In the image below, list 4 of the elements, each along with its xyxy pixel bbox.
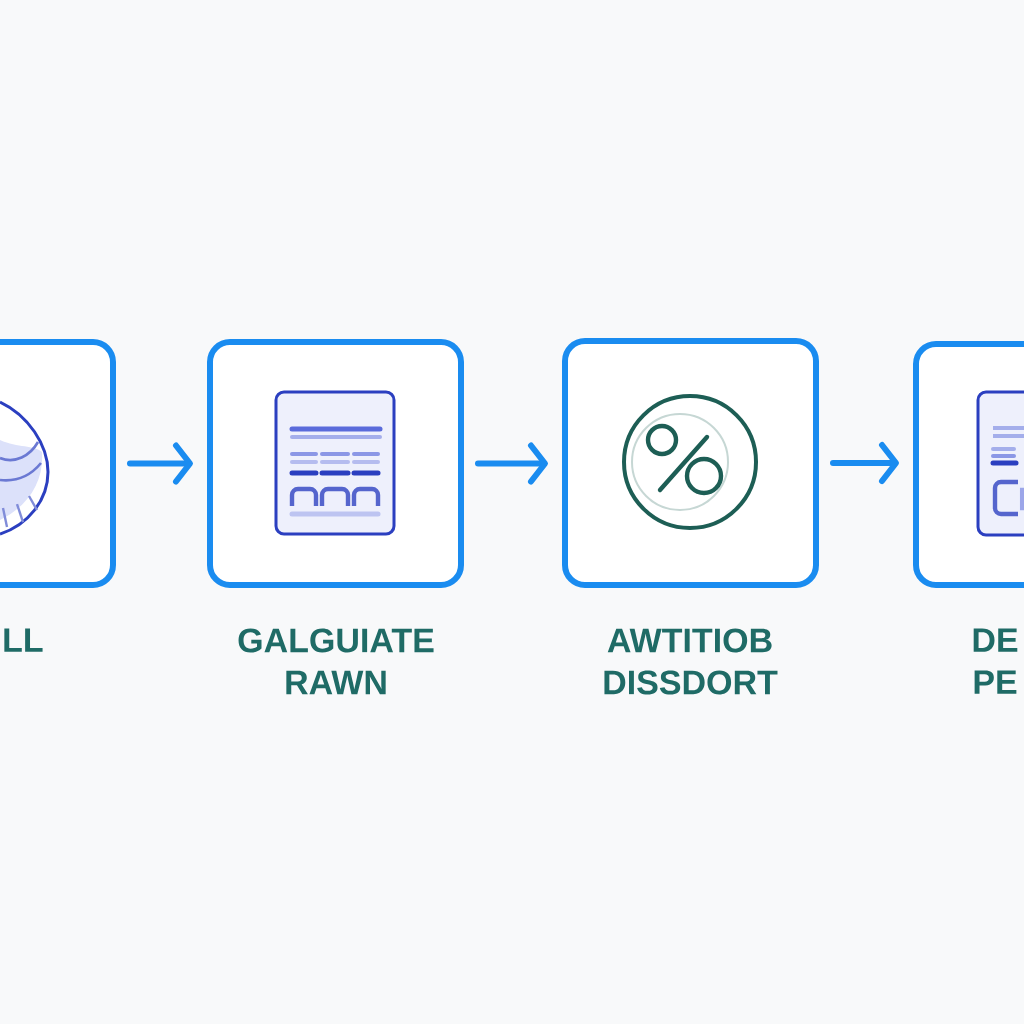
- step-label: GALGUIATE RAWN: [238, 628, 434, 695]
- step-label: DE PE: [973, 628, 1018, 694]
- step-label: AWTITIOB DISSDORT: [604, 628, 778, 695]
- step-label: LL: [4, 628, 43, 652]
